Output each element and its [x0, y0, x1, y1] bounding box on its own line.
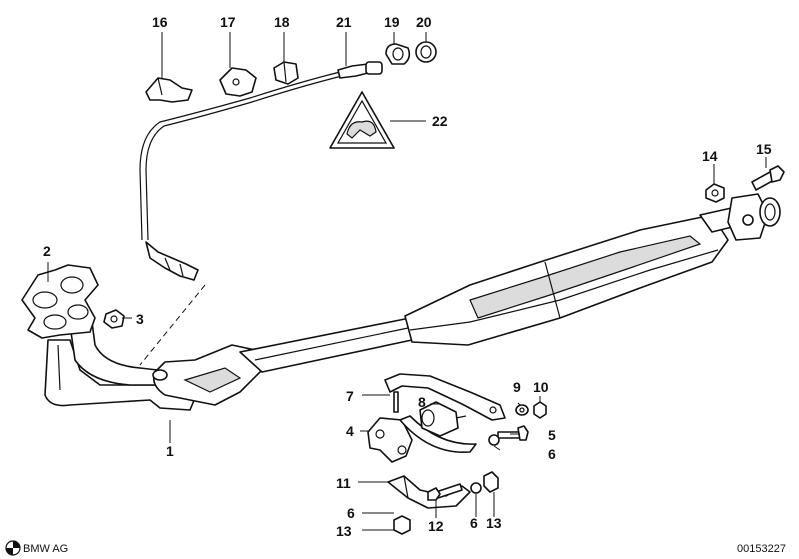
callout-11: 11: [336, 475, 351, 491]
hex-nut-14[interactable]: [705, 183, 725, 203]
oxygen-sensor-cable[interactable]: [139, 61, 383, 241]
callout-22: 22: [432, 113, 448, 129]
clamp-20[interactable]: [415, 41, 437, 63]
callout-15: 15: [756, 141, 772, 157]
bolt-5[interactable]: [497, 425, 529, 441]
bracket-strap-upper[interactable]: [384, 373, 506, 421]
callout-1: 1: [166, 443, 174, 459]
bolt-7[interactable]: [393, 391, 399, 413]
bmw-roundel-icon: [5, 540, 21, 556]
callout-12: 12: [428, 518, 444, 534]
callout-3: 3: [136, 311, 144, 327]
grommet-18[interactable]: [273, 61, 299, 85]
callout-6c: 6: [470, 515, 478, 531]
callout-8: 8: [418, 394, 426, 410]
nut-10[interactable]: [533, 401, 547, 419]
oxygen-sensor[interactable]: [145, 241, 199, 281]
washer-6b[interactable]: [470, 482, 482, 494]
callout-14: 14: [702, 148, 718, 164]
footer-brand: BMW AG: [23, 543, 68, 555]
callout-labels: 1 2 3 4 5 6 6 6 7 8 9 10 11 12 13 13 14 …: [43, 14, 772, 539]
cable-holder-17[interactable]: [219, 67, 257, 97]
callout-21: 21: [336, 14, 352, 30]
callout-19: 19: [384, 14, 400, 30]
sensor-install-line: [139, 284, 206, 366]
callout-7: 7: [346, 388, 354, 404]
callout-13b: 13: [486, 515, 502, 531]
nut-13b[interactable]: [483, 471, 499, 493]
clamp-19[interactable]: [385, 43, 411, 65]
callout-18: 18: [274, 14, 290, 30]
bracket-plate-4[interactable]: [367, 417, 413, 463]
bolt-15[interactable]: [751, 165, 785, 191]
callout-5: 5: [548, 427, 556, 443]
exhaust-pipe-assembly[interactable]: [44, 193, 781, 411]
diagram-number: 00153227: [737, 543, 786, 555]
callout-17: 17: [220, 14, 236, 30]
washer-9[interactable]: [515, 404, 529, 416]
callout-13a: 13: [336, 523, 352, 539]
callout-16: 16: [152, 14, 168, 30]
callout-20: 20: [416, 14, 432, 30]
flange-nut[interactable]: [103, 309, 125, 329]
callout-6a: 6: [548, 446, 556, 462]
leader-lines: [47, 32, 767, 531]
callout-2: 2: [43, 243, 51, 259]
warning-triangle-icon: [329, 91, 395, 149]
manifold-flange-gasket[interactable]: [21, 264, 99, 339]
cable-holder-16[interactable]: [145, 77, 193, 103]
callout-10: 10: [533, 379, 549, 395]
nut-13a[interactable]: [393, 515, 411, 535]
clamp-11[interactable]: [387, 475, 471, 509]
callout-4: 4: [346, 423, 354, 439]
washer-6a[interactable]: [488, 434, 500, 446]
rubber-mount-8[interactable]: [419, 401, 467, 437]
bolt-12[interactable]: [427, 483, 463, 501]
callout-6b: 6: [347, 505, 355, 521]
callout-9: 9: [513, 379, 521, 395]
